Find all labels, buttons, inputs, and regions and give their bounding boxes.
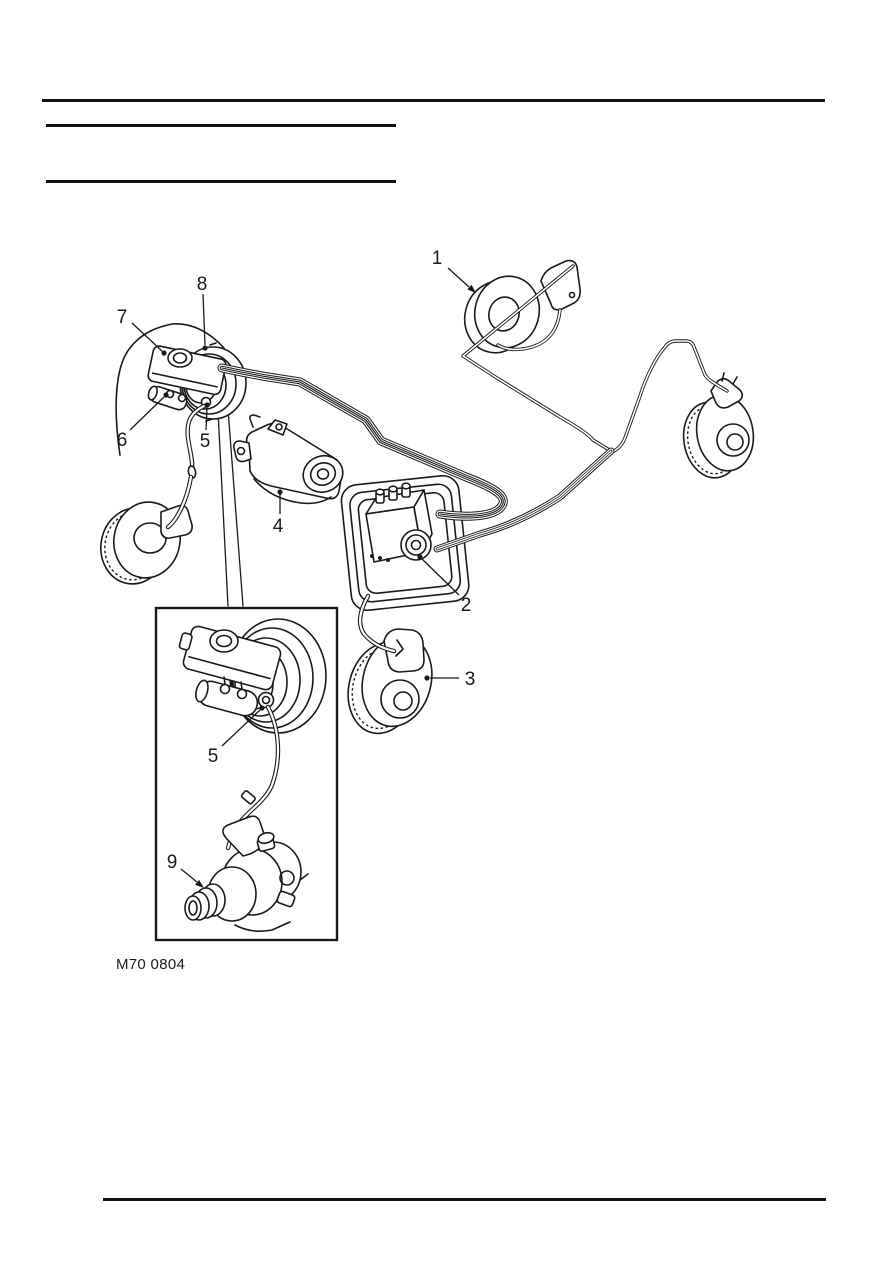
detail-inset-box — [154, 606, 339, 942]
callout-7: 7 — [117, 307, 167, 356]
callout-8: 8 — [197, 274, 208, 351]
bottom-rule — [103, 1198, 826, 1201]
detail-brake-servo — [178, 618, 327, 734]
callout-9: 9 — [167, 852, 204, 888]
mounting-bracket — [233, 414, 344, 505]
callout-4-label: 4 — [273, 516, 284, 537]
front-left-brake-disc — [100, 501, 193, 585]
callout-5: 5 — [200, 402, 211, 452]
callout-5-label: 5 — [200, 431, 211, 452]
callout-1: 1 — [432, 248, 476, 293]
callout-6: 6 — [117, 392, 169, 451]
callout-8-label: 8 — [197, 274, 208, 295]
heading-rule-2 — [46, 180, 396, 183]
front-right-brake-disc — [347, 628, 433, 735]
callout-9-label: 9 — [167, 852, 178, 873]
callout-5-detail: 5 — [208, 705, 265, 767]
callout-3: 3 — [424, 669, 475, 690]
front-left-brake-hose — [168, 406, 204, 527]
detail-brake-hose — [228, 707, 278, 848]
callout-3-label: 3 — [465, 669, 476, 690]
callout-6-label: 6 — [117, 430, 128, 451]
callout-5-detail-label: 5 — [208, 746, 219, 767]
body-panel-outline — [115, 323, 225, 456]
callout-2-label: 2 — [461, 595, 472, 616]
detail-pump — [184, 815, 309, 932]
callout-4: 4 — [273, 489, 284, 537]
figure-code: M70 0804 — [116, 956, 185, 973]
callout-2: 2 — [417, 554, 471, 616]
callout-1-label: 1 — [432, 248, 443, 269]
detail-projection-lines — [217, 408, 244, 607]
rear-left-brake-disc — [463, 259, 581, 354]
abs-modulator — [365, 482, 433, 563]
top-rule — [42, 99, 825, 102]
rear-right-brake-disc — [682, 372, 755, 479]
callout-7-label: 7 — [117, 307, 128, 328]
heading-rule-1 — [46, 124, 396, 127]
